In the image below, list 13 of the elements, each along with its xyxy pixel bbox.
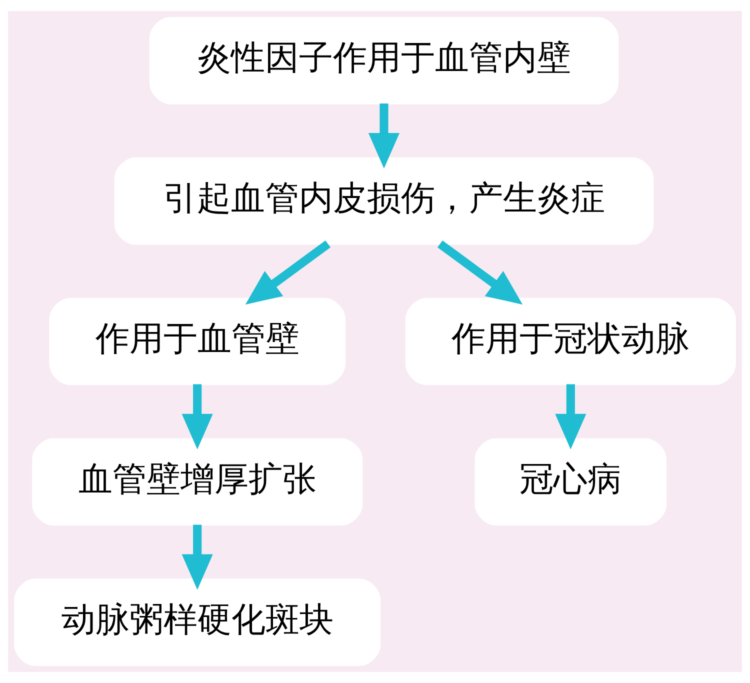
arrow xyxy=(182,384,213,450)
arrow xyxy=(245,240,331,305)
node-box: 血管壁增厚扩张 xyxy=(32,438,363,526)
node-box: 冠心病 xyxy=(474,438,667,526)
arrow xyxy=(368,103,400,168)
node-box: 炎性因子作用于血管内壁 xyxy=(149,17,619,104)
node-box: 作用于血管壁 xyxy=(49,298,346,386)
arrow xyxy=(555,384,586,450)
node-box: 作用于冠状动脉 xyxy=(405,298,736,386)
arrow xyxy=(437,240,523,305)
node-box: 引起血管内皮损伤，产生炎症 xyxy=(114,157,654,245)
arrow xyxy=(182,524,213,590)
node-box: 动脉粥样硬化斑块 xyxy=(14,578,381,666)
